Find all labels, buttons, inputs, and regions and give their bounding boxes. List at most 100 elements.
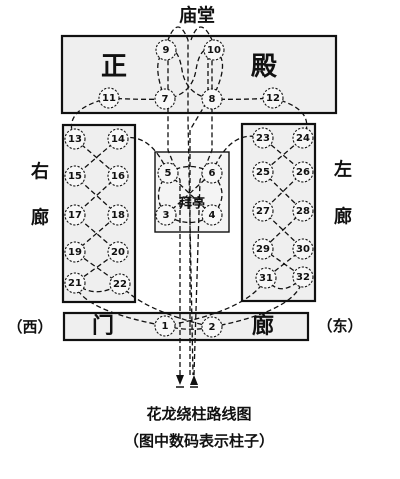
pillar-21: 21: [64, 272, 86, 294]
pillar-25: 25: [252, 161, 274, 183]
pillar-32: 32: [292, 266, 314, 288]
diagram-caption-title: 花龙绕柱路线图: [146, 405, 251, 423]
pillar-circle: [292, 127, 314, 149]
pillar-29: 29: [252, 238, 274, 260]
pillar-circle: [201, 88, 223, 110]
exit-arrow-down: [176, 375, 184, 385]
pillar-circle: [252, 200, 274, 222]
pillar-circle: [155, 204, 177, 226]
pillar-circle: [201, 316, 223, 338]
pillar-circle: [154, 88, 176, 110]
pillar-circle: [64, 241, 86, 263]
pillar-6: 6: [201, 162, 223, 184]
pillar-number: 32: [296, 272, 310, 283]
right-corridor-label-char1: 右: [31, 161, 49, 183]
pillar-circle: [201, 162, 223, 184]
pillar-13: 13: [64, 128, 86, 150]
pillar-number: 31: [259, 273, 273, 284]
pillar-circle: [157, 162, 179, 184]
pillar-circle: [64, 165, 86, 187]
pillar-17: 17: [64, 204, 86, 226]
pillar-circle: [155, 39, 177, 61]
pillar-number: 11: [102, 93, 116, 104]
pillar-number: 1: [162, 321, 169, 332]
pillar-circle: [64, 204, 86, 226]
pillar-circle: [255, 267, 277, 289]
pillar-number: 26: [296, 167, 310, 178]
pillar-circle: [107, 165, 129, 187]
pillar-circle: [64, 128, 86, 150]
pillar-3: 3: [155, 204, 177, 226]
pillar-number: 2: [209, 322, 216, 333]
pillar-18: 18: [107, 204, 129, 226]
pillar-2: 2: [201, 316, 223, 338]
pillar-number: 12: [266, 93, 280, 104]
pillar-circle: [98, 87, 120, 109]
pillar-number: 22: [113, 279, 127, 290]
pillar-1: 1: [154, 315, 176, 337]
pillar-number: 20: [111, 247, 125, 258]
pillar-circle: [252, 238, 274, 260]
pillar-circle: [292, 238, 314, 260]
pillar-number: 7: [162, 94, 169, 105]
pillar-26: 26: [292, 161, 314, 183]
pillar-circle: [262, 87, 284, 109]
pillar-number: 19: [68, 247, 82, 258]
pillar-number: 5: [165, 168, 172, 179]
main-hall-label-right: 殿: [250, 52, 277, 82]
diagram-caption-subtitle: （图中数码表示柱子）: [124, 432, 274, 450]
pillar-circle: [109, 273, 131, 295]
pillar-circle: [64, 272, 86, 294]
pillar-31: 31: [255, 267, 277, 289]
pillar-circle: [203, 39, 225, 61]
pillar-8: 8: [201, 88, 223, 110]
pillar-number: 21: [68, 278, 82, 289]
pillar-number: 29: [256, 244, 270, 255]
entry-exit-arrows: [176, 375, 198, 388]
pillar-circle: [154, 315, 176, 337]
pillar-circle: [107, 128, 129, 150]
pillar-7: 7: [154, 88, 176, 110]
pillar-circle: [252, 161, 274, 183]
pillar-number: 14: [111, 134, 125, 145]
pillar-number: 3: [163, 210, 170, 221]
pillar-9: 9: [155, 39, 177, 61]
entry-arrow-up: [190, 375, 198, 385]
pillar-20: 20: [107, 241, 129, 263]
pillar-circle: [292, 200, 314, 222]
temple-hall-label: 庙堂: [179, 5, 215, 27]
pillar-11: 11: [98, 87, 120, 109]
east-label: （东）: [317, 317, 362, 335]
pillar-28: 28: [292, 200, 314, 222]
pillar-16: 16: [107, 165, 129, 187]
pillar-circle: [292, 266, 314, 288]
right-corridor-label-char2: 廊: [31, 207, 49, 229]
pillar-number: 25: [256, 167, 270, 178]
pillar-14: 14: [107, 128, 129, 150]
pillar-10: 10: [203, 39, 225, 61]
pillar-30: 30: [292, 238, 314, 260]
pillar-number: 8: [209, 94, 216, 105]
pillar-22: 22: [109, 273, 131, 295]
gate-corridor-box: [62, 311, 310, 342]
pillar-4: 4: [201, 204, 223, 226]
pillar-number: 24: [296, 133, 310, 144]
pillar-number: 6: [209, 168, 216, 179]
pillar-number: 18: [111, 210, 125, 221]
pillar-circle: [292, 161, 314, 183]
pillar-number: 28: [296, 206, 310, 217]
gate-label-left: 门: [92, 313, 114, 339]
pillar-circle: [107, 204, 129, 226]
gate-label-right: 廊: [252, 313, 274, 339]
pillar-circle: [252, 127, 274, 149]
pillar-number: 27: [256, 206, 270, 217]
pillar-24: 24: [292, 127, 314, 149]
pillar-23: 23: [252, 127, 274, 149]
pillar-number: 23: [256, 133, 270, 144]
pillar-19: 19: [64, 241, 86, 263]
pillar-number: 17: [68, 210, 82, 221]
pillar-5: 5: [157, 162, 179, 184]
pillar-circle: [201, 204, 223, 226]
